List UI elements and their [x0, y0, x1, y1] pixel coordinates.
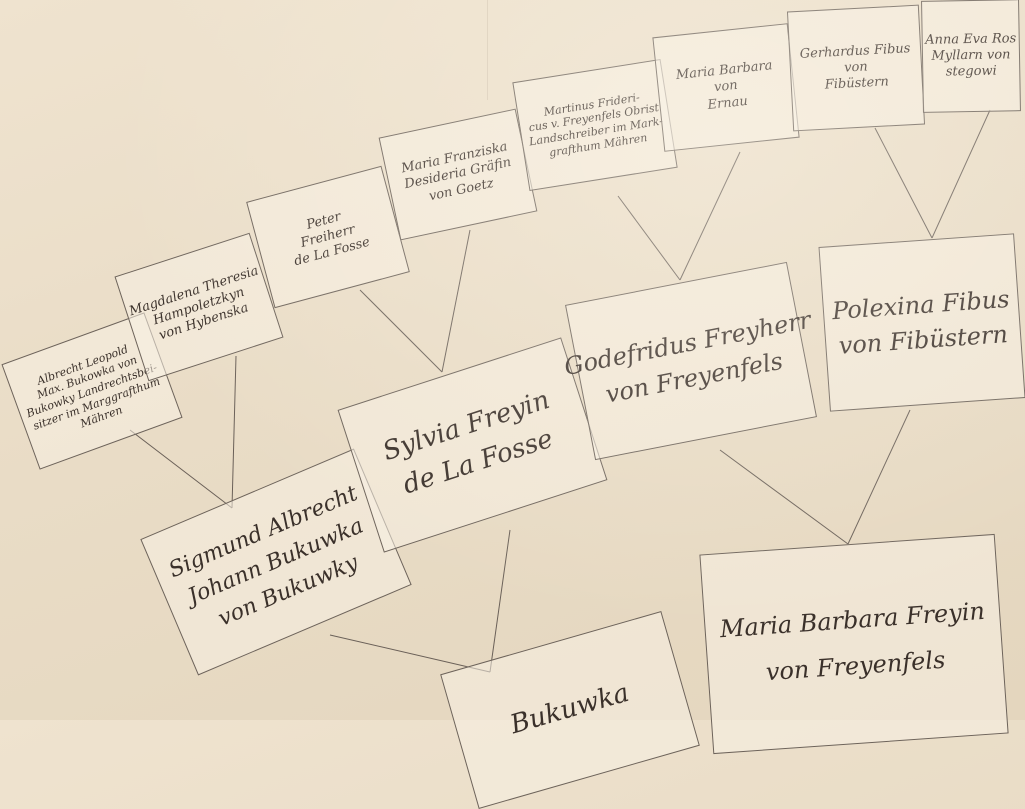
connector-line: [489, 529, 511, 673]
person-box: Anna Eva Ros Myllarn von stegowi: [921, 0, 1021, 113]
connector-line: [231, 355, 237, 509]
connector-line: [129, 429, 233, 509]
person-box: Martinus Frideri- cus v. Freyenfels Obri…: [512, 58, 678, 192]
person-box: Gerhardus Fibus von Fibüstern: [786, 4, 926, 132]
person-name-line: Fibüstern: [824, 74, 890, 93]
paper-crease: [487, 0, 488, 100]
connector-line: [719, 449, 849, 545]
person-name-line: Bukuwka: [507, 677, 633, 741]
person-name-line: stegowi: [945, 63, 997, 80]
person-name-line: Anna Eva Ros: [925, 30, 1017, 48]
connector-line: [359, 289, 443, 373]
connector-lines: [129, 109, 991, 673]
connector-line: [329, 634, 491, 673]
connector-line: [931, 109, 991, 239]
connector-line: [679, 151, 741, 281]
person-box: Maria Barbara Freyin von Freyenfels: [699, 533, 1009, 755]
person-name-line: Ernau: [706, 93, 749, 113]
connector-line: [617, 195, 681, 281]
person-name-line: Myllarn von: [931, 47, 1011, 64]
connector-line: [441, 229, 471, 373]
connector-line: [874, 127, 933, 239]
connector-line: [847, 409, 911, 545]
person-box: Maria Barbara von Ernau: [652, 23, 800, 152]
person-name-line: von: [843, 59, 869, 76]
person-box: Polexina Fibus von Fibüstern: [818, 233, 1025, 412]
